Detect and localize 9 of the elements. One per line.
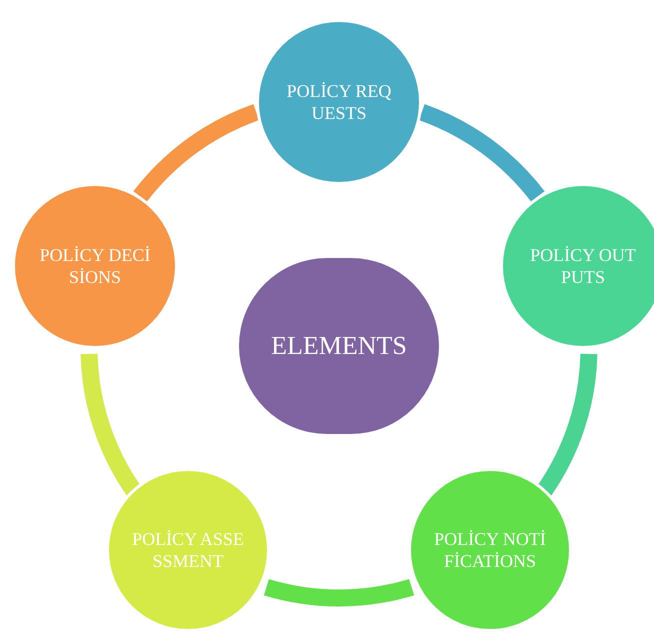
connector-arc — [264, 578, 414, 606]
node-label: POLİCY ASSESSMENT — [132, 528, 244, 572]
node-label: POLİCY DECİSİONS — [39, 244, 151, 288]
node-label: POLİCY NOTİFİCATİONS — [434, 528, 546, 572]
node-label: POLİCY OUTPUTS — [529, 244, 637, 288]
node-label: POLİCY REQUESTS — [286, 80, 392, 124]
connector-arc — [536, 353, 598, 496]
connector-arc — [80, 353, 142, 496]
node-label: ELEMENTS — [271, 330, 407, 362]
